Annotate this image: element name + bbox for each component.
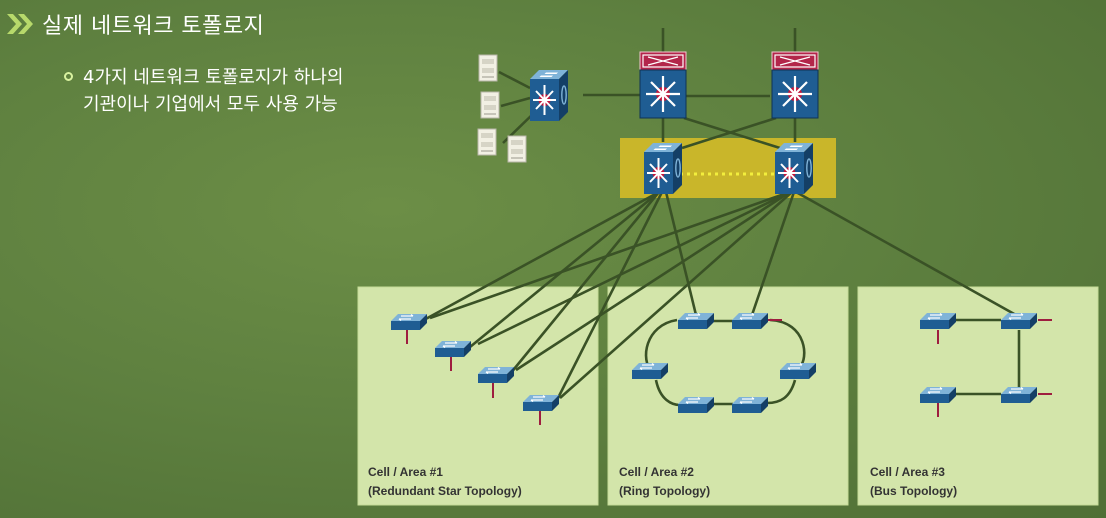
bullet-text: 4가지 네트워크 토폴로지가 하나의 기관이나 기업에서 모두 사용 가능 xyxy=(83,64,443,118)
cell-3-name: Cell / Area #3 xyxy=(870,465,945,479)
workgroup-switch-icon xyxy=(1000,312,1038,330)
bullet-item: 4가지 네트워크 토폴로지가 하나의 기관이나 기업에서 모두 사용 가능 xyxy=(64,64,443,118)
end-device-drops xyxy=(406,319,1052,425)
cell-2-name: Cell / Area #2 xyxy=(619,465,694,479)
slide-title: 실제 네트워크 토폴로지 xyxy=(42,14,265,39)
cell-3-topology: (Bus Topology) xyxy=(870,484,957,498)
firewall-icon xyxy=(638,50,688,120)
workgroup-switch-icon xyxy=(919,312,957,330)
layer3-switch-icon xyxy=(529,69,569,122)
workgroup-switch-icon xyxy=(731,312,769,330)
cell-1-topology: (Redundant Star Topology) xyxy=(368,484,522,498)
workgroup-switch-icon xyxy=(919,386,957,404)
workgroup-switch-icon xyxy=(1000,386,1038,404)
server-icon xyxy=(480,91,500,119)
cell-panel-3 xyxy=(857,286,1099,506)
firewall-icon xyxy=(770,50,820,120)
cell-panel-2 xyxy=(607,286,849,506)
workgroup-switch-icon xyxy=(677,396,715,414)
layer3-switch-icon xyxy=(774,142,814,195)
server-icon xyxy=(507,135,527,163)
workgroup-switch-icon xyxy=(731,396,769,414)
bullet-ring-icon xyxy=(64,72,73,81)
server-icon xyxy=(477,128,497,156)
layer3-switch-icon xyxy=(643,142,683,195)
cell-2-topology: (Ring Topology) xyxy=(619,484,710,498)
workgroup-switch-icon xyxy=(631,362,669,380)
workgroup-switch-icon xyxy=(522,394,560,412)
slide-title-row: 실제 네트워크 토폴로지 xyxy=(6,8,264,40)
chevron-icon xyxy=(7,14,33,34)
workgroup-switch-icon xyxy=(434,340,472,358)
bullet-line-2: 기관이나 기업에서 모두 사용 가능 xyxy=(83,94,338,115)
bullet-line-1: 4가지 네트워크 토폴로지가 하나의 xyxy=(83,67,344,88)
cell-1-name: Cell / Area #1 xyxy=(368,465,443,479)
workgroup-switch-icon xyxy=(779,362,817,380)
server-icon xyxy=(478,54,498,82)
workgroup-switch-icon xyxy=(477,366,515,384)
workgroup-switch-icon xyxy=(677,312,715,330)
workgroup-switch-icon xyxy=(390,313,428,331)
